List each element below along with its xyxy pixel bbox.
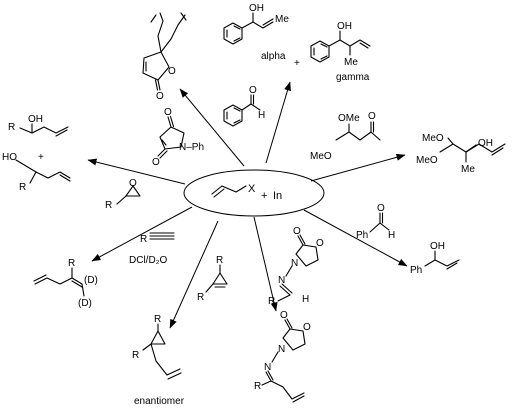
arrow-to-deuterated-diene: [91, 206, 193, 262]
product-hydrazine-adduct: O O N N R: [254, 310, 311, 403]
gamma-oh: OH: [337, 21, 352, 32]
reaction-arrows: [87, 81, 408, 329]
tertiary-meo-top: MeO: [422, 133, 444, 144]
gamma-me: Me: [344, 57, 358, 68]
epoxide-product2-r: R: [19, 182, 26, 193]
maleimide-o-top: O: [164, 107, 172, 118]
epoxide-o: O: [129, 178, 137, 189]
reagent-epoxide: O R: [105, 178, 141, 211]
adduct-ring-o: O: [303, 322, 311, 333]
diene-r: R: [68, 258, 75, 269]
reagent-ph-cho: Ph O H: [356, 203, 395, 241]
arrow-to-hydrazone-adduct: [253, 216, 278, 312]
benzaldehyde-o: O: [249, 85, 257, 96]
phcho-ph: Ph: [356, 230, 368, 241]
epoxide-product2-ho: HO: [2, 152, 17, 163]
hydrazone-ring-n: N: [291, 258, 298, 269]
center-reactants: X + In: [183, 169, 325, 217]
arrow-to-cyclopropane: [169, 220, 219, 329]
indium-label: In: [273, 190, 282, 202]
alpha-gamma-plus: +: [294, 58, 300, 69]
reagent-methoxy-ketone: OMe MeO O: [310, 111, 381, 162]
product-alpha-gamma-alcohols: OH Me alpha + OH Me gamma: [223, 3, 371, 83]
deuterium-conditions: DCl/D₂O: [129, 255, 168, 266]
product-epoxide-alcohols: OH R + HO R: [2, 114, 71, 193]
adduct-ring-n: N: [278, 344, 285, 355]
allyl-halide-structure: [211, 185, 247, 198]
reagent-benzaldehyde: O H: [223, 85, 265, 127]
benzaldehyde-h: H: [258, 110, 265, 121]
arrow-to-homoallyl-alcohols: [265, 81, 291, 164]
maleimide-o-bottom: O: [152, 157, 160, 168]
plus-sign: +: [261, 190, 267, 202]
reagent-oxazolidinone-hydrazone: O O N N R H: [268, 226, 324, 307]
alpha-label: alpha: [261, 51, 286, 62]
maleimide-n-ph: N–Ph: [179, 142, 204, 153]
epoxide-product1-r: R: [8, 122, 15, 133]
gamma-label: gamma: [336, 72, 370, 83]
adduct-nh-n: N: [264, 362, 271, 373]
ketone-o: O: [368, 111, 376, 122]
reagent-alkyne: R DCl/D₂O: [129, 232, 175, 266]
hydrazone-imine-n: N: [278, 275, 285, 286]
diene-d-top: (D): [84, 275, 98, 286]
hydrazone-carbonyl-o: O: [293, 226, 301, 237]
diene-d-bottom: (D): [78, 298, 92, 309]
ketone-ome: OMe: [338, 113, 360, 124]
tertiary-oh: OH: [478, 138, 493, 149]
tertiary-meo-bottom: MeO: [416, 155, 438, 166]
adduct-r: R: [254, 381, 261, 392]
alpha-me: Me: [275, 14, 289, 25]
product-phenyl-butenol: Ph OH: [410, 241, 460, 276]
enantiomer-label: enantiomer: [134, 396, 185, 407]
arrow-to-epoxide-products: [87, 158, 186, 185]
epoxide-products-plus: +: [38, 152, 44, 163]
alkyne-r: R: [140, 234, 147, 245]
product-allyl-cyclopropane: R R enantiomer: [132, 314, 185, 407]
phenyl-butenol-ph: Ph: [410, 265, 422, 276]
phcho-o: O: [377, 203, 385, 214]
arrow-to-phenyl-alcohol: [303, 209, 408, 267]
arrow-to-lactone: [179, 88, 245, 167]
lactone-carbonyl-o: O: [156, 91, 164, 102]
tertiary-me: Me: [461, 164, 475, 175]
lactone-ring-o: O: [168, 66, 176, 77]
cyclopropene-r-left: R: [197, 292, 204, 303]
leaving-group-x: X: [248, 183, 256, 195]
alpha-oh: OH: [249, 3, 264, 14]
arrow-to-tertiary-alcohol: [310, 153, 406, 182]
reagent-cyclopropene: R R: [197, 255, 228, 303]
epoxide-r: R: [105, 200, 112, 211]
ketone-meo: MeO: [310, 151, 332, 162]
phenyl-butenol-oh: OH: [430, 241, 445, 252]
epoxide-product1-oh: OH: [28, 114, 43, 125]
cyclopropene-r-top: R: [216, 255, 223, 266]
cyclopropane-r-left: R: [132, 350, 139, 361]
phcho-h: H: [388, 230, 395, 241]
hydrazone-ring-o: O: [316, 238, 324, 249]
hydrazone-r: R: [268, 296, 275, 307]
center-ellipse: [183, 169, 325, 217]
reagent-n-phenylmaleimide: O O N–Ph: [152, 107, 204, 168]
product-diallyl-lactone: O O: [142, 12, 187, 102]
hydrazone-h: H: [302, 294, 309, 305]
product-tertiary-alcohol: OH Me MeO MeO: [416, 133, 506, 175]
product-deuterated-diene: R (D) (D): [33, 258, 98, 309]
adduct-carbonyl-o: O: [280, 310, 288, 321]
cyclopropane-r-top: R: [154, 314, 161, 325]
